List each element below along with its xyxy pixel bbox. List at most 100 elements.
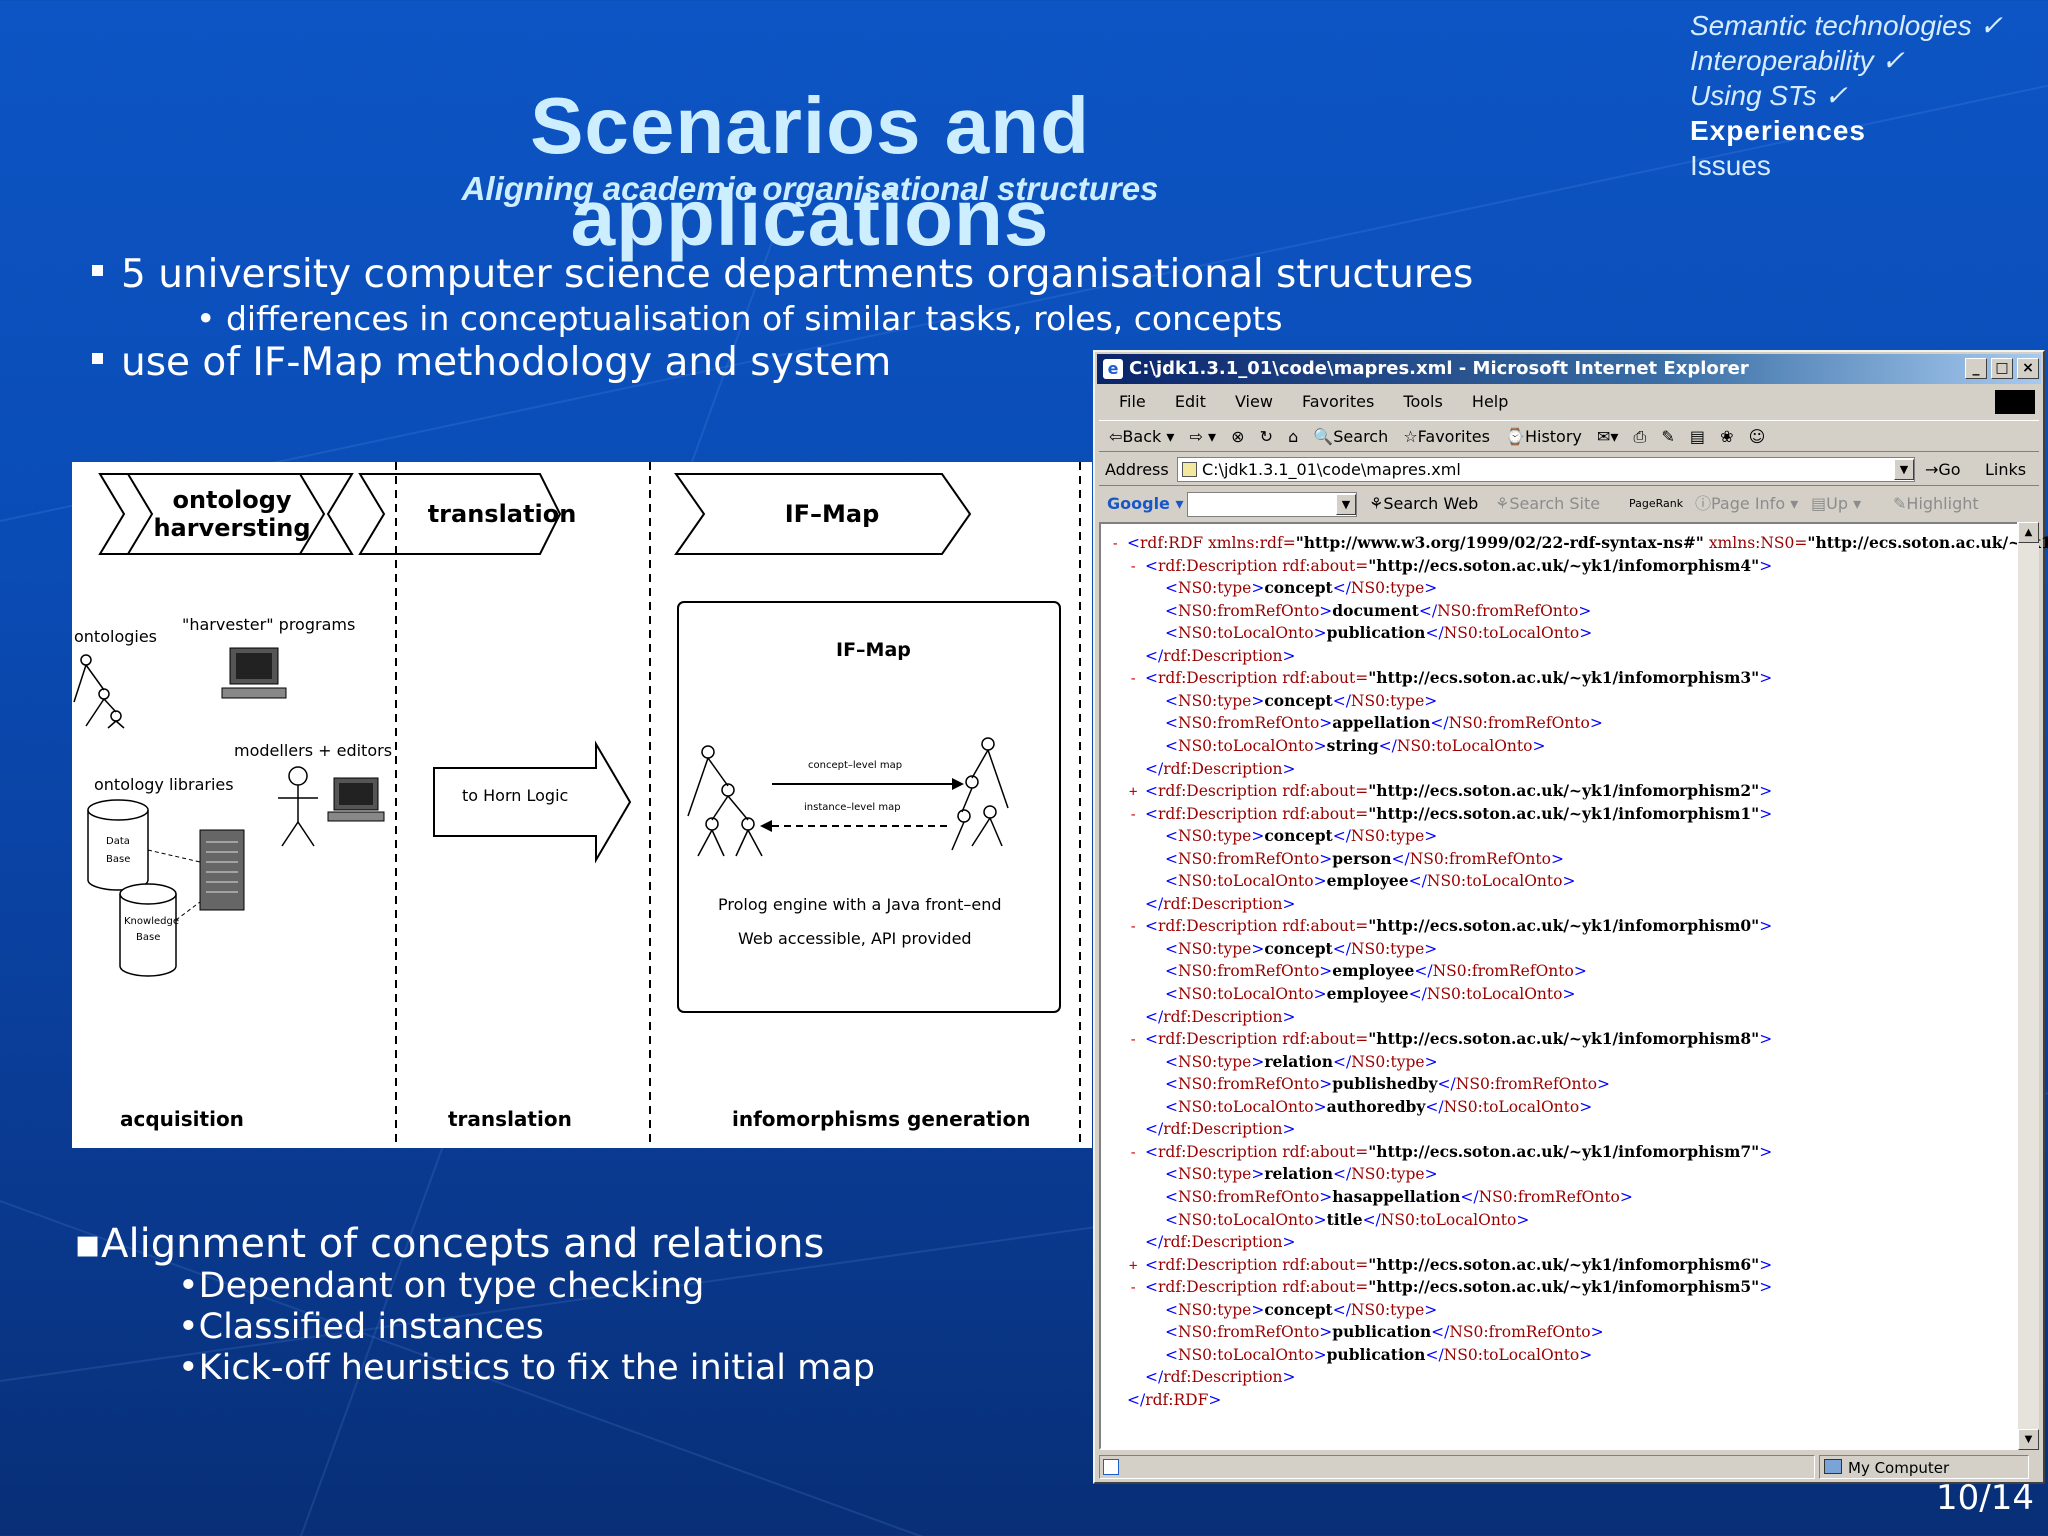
highlight-button[interactable]: ✎Highlight	[1893, 488, 1979, 520]
collapse-toggle[interactable]: -	[1129, 668, 1145, 691]
favorites-button[interactable]: ☆Favorites	[1403, 427, 1490, 446]
edit-button[interactable]: ✎	[1661, 427, 1674, 446]
menu-favorites[interactable]: Favorites	[1302, 392, 1374, 411]
xml-token: concept	[1264, 578, 1332, 597]
nav-item-interoperability[interactable]: Interoperability ✓	[1690, 43, 2003, 78]
xml-token: <	[1165, 940, 1178, 958]
xml-token: >	[1314, 1098, 1327, 1116]
xml-line[interactable]: -<rdf:Description rdf:about="http://ecs.…	[1129, 1276, 1772, 1299]
search-site-button[interactable]: ⚘Search Site	[1495, 488, 1600, 520]
xml-token: </	[1333, 827, 1351, 845]
minimize-button[interactable]: _	[1965, 358, 1987, 379]
xml-line[interactable]: -<rdf:Description rdf:about="http://ecs.…	[1129, 803, 1772, 826]
xml-token: <	[1165, 985, 1178, 1003]
stop-button[interactable]: ⊗	[1231, 427, 1244, 446]
xml-token: NS0:type	[1178, 940, 1251, 958]
collapse-toggle[interactable]: -	[1129, 1142, 1145, 1165]
links-button[interactable]: Links	[1985, 454, 2026, 486]
menu-file[interactable]: File	[1119, 392, 1146, 411]
discuss-button[interactable]: ▤	[1690, 427, 1705, 446]
xml-token: >	[1562, 985, 1575, 1003]
pagerank-indicator: PageRank	[1629, 488, 1683, 520]
xml-token: <	[1145, 1278, 1158, 1296]
research-button[interactable]: ❀	[1720, 427, 1733, 446]
xml-line[interactable]: -<rdf:Description rdf:about="http://ecs.…	[1129, 1028, 1772, 1051]
xml-token: </	[1145, 1120, 1163, 1138]
address-input[interactable]: C:\jdk1.3.1_01\code\mapres.xml ▼	[1177, 457, 1915, 482]
xml-token: <	[1165, 850, 1178, 868]
collapse-toggle[interactable]: -	[1129, 916, 1145, 939]
nav-item-semantic-technologies[interactable]: Semantic technologies ✓	[1690, 8, 2003, 43]
up-button[interactable]: ▤Up ▾	[1811, 488, 1861, 520]
xml-token: >	[1314, 1211, 1327, 1229]
home-button[interactable]: ⌂	[1288, 427, 1298, 446]
xml-line[interactable]: +<rdf:Description rdf:about="http://ecs.…	[1129, 780, 1772, 803]
close-button[interactable]: ×	[2017, 358, 2039, 379]
print-button[interactable]: ⎙	[1634, 427, 1647, 446]
expand-toggle[interactable]: +	[1129, 1255, 1145, 1278]
vertical-scrollbar[interactable]: ▲ ▼	[2017, 522, 2039, 1450]
forward-button[interactable]: ⇨ ▾	[1189, 427, 1216, 446]
xml-line: </rdf:Description>	[1129, 1118, 1296, 1141]
collapse-toggle[interactable]: -	[1129, 556, 1145, 579]
search-web-button[interactable]: ⚘Search Web	[1369, 488, 1478, 520]
xml-line[interactable]: -<rdf:Description rdf:about="http://ecs.…	[1129, 915, 1772, 938]
menu-view[interactable]: View	[1235, 392, 1273, 411]
history-button[interactable]: ⌚History	[1505, 427, 1582, 446]
xml-token: </	[1409, 872, 1427, 890]
window-titlebar[interactable]: e C:\jdk1.3.1_01\code\mapres.xml - Micro…	[1097, 354, 2041, 384]
xml-token: </	[1127, 1391, 1145, 1409]
xml-token: NS0:type	[1351, 579, 1424, 597]
nav-item-experiences[interactable]: Experiences	[1690, 113, 2003, 148]
address-dropdown[interactable]: ▼	[1894, 459, 1914, 480]
collapse-toggle[interactable]: -	[1129, 804, 1145, 827]
xml-token: <	[1165, 1098, 1178, 1116]
slide-subtitle: Aligning academic organisational structu…	[290, 170, 1330, 208]
xml-token: publication	[1327, 623, 1426, 642]
xml-token: >	[1251, 1165, 1264, 1183]
refresh-button[interactable]: ↻	[1260, 427, 1273, 446]
maximize-button[interactable]: □	[1991, 358, 2013, 379]
nav-item-issues[interactable]: Issues	[1690, 148, 2003, 183]
xml-token: >	[1759, 1143, 1772, 1161]
expand-toggle[interactable]: +	[1129, 781, 1145, 804]
xml-token: </	[1145, 1233, 1163, 1251]
back-button[interactable]: ⇦Back ▾	[1109, 427, 1174, 446]
menu-edit[interactable]: Edit	[1175, 392, 1206, 411]
xml-token: "http://ecs.soton.ac.uk/~yk1/"	[1807, 533, 2048, 552]
messenger-button[interactable]: ☺	[1749, 427, 1766, 446]
xml-token: >	[1283, 760, 1296, 778]
xml-token: </	[1333, 940, 1351, 958]
xml-line[interactable]: -<rdf:RDF xmlns:rdf="http://www.w3.org/1…	[1111, 532, 2048, 555]
xml-token: xmlns:NS0=	[1704, 534, 1808, 552]
collapse-toggle[interactable]: -	[1111, 533, 1127, 556]
xml-token: >	[1579, 1098, 1592, 1116]
google-menu-button[interactable]: Google ▾	[1107, 488, 1184, 520]
collapse-toggle[interactable]: -	[1129, 1277, 1145, 1300]
go-button[interactable]: →Go	[1925, 454, 1961, 486]
xml-token: </	[1333, 692, 1351, 710]
xml-line[interactable]: -<rdf:Description rdf:about="http://ecs.…	[1129, 1141, 1772, 1164]
search-button[interactable]: 🔍Search	[1313, 427, 1388, 446]
xml-token: NS0:type	[1351, 940, 1424, 958]
xml-token: >	[1283, 647, 1296, 665]
xml-token: NS0:type	[1351, 1301, 1424, 1319]
google-search-input[interactable]: ▼	[1187, 492, 1357, 517]
xml-document-view[interactable]: -<rdf:RDF xmlns:rdf="http://www.w3.org/1…	[1099, 522, 2017, 1450]
collapse-toggle[interactable]: -	[1129, 1029, 1145, 1052]
scroll-up-button[interactable]: ▲	[2018, 522, 2039, 543]
xml-token: rdf:Description	[1163, 1233, 1282, 1251]
page-info-button[interactable]: ⓘPage Info ▾	[1695, 488, 1798, 520]
mail-button[interactable]: ✉▾	[1597, 427, 1618, 446]
xml-line[interactable]: -<rdf:Description rdf:about="http://ecs.…	[1129, 667, 1772, 690]
nav-item-using-sts[interactable]: Using STs ✓	[1690, 78, 2003, 113]
xml-token: >	[1551, 850, 1564, 868]
menu-help[interactable]: Help	[1472, 392, 1508, 411]
xml-line: </rdf:Description>	[1129, 1231, 1296, 1254]
xml-token: >	[1314, 624, 1327, 642]
scroll-down-button[interactable]: ▼	[2018, 1429, 2039, 1450]
menu-tools[interactable]: Tools	[1403, 392, 1442, 411]
xml-line[interactable]: -<rdf:Description rdf:about="http://ecs.…	[1129, 555, 1772, 578]
google-search-dropdown[interactable]: ▼	[1336, 494, 1356, 515]
xml-line[interactable]: +<rdf:Description rdf:about="http://ecs.…	[1129, 1254, 1772, 1277]
